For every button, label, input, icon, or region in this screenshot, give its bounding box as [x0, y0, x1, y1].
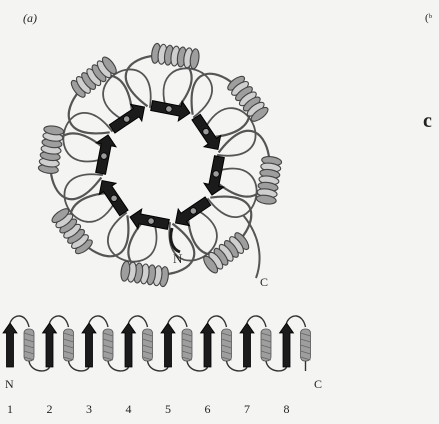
alpha-helix: [120, 261, 170, 287]
topology-unit: [43, 316, 90, 371]
beta-strand: [91, 133, 118, 175]
topology-strand: [82, 323, 96, 367]
n-terminus-label: N: [173, 251, 183, 266]
topology-loop: [10, 316, 29, 327]
topology-strand: [161, 323, 175, 367]
beta-strand: [150, 96, 192, 123]
topology-strand: [240, 323, 254, 367]
helices-layer: [38, 43, 282, 287]
topology-strand: [122, 323, 136, 367]
topology-unit: [161, 316, 208, 371]
topology-unit: [122, 316, 169, 371]
topology-unit-number: 5: [165, 402, 171, 416]
topology-unit-numbers: 1 2 3 4 5 6 7 8: [7, 402, 290, 416]
topology-loop: [287, 316, 306, 327]
topology-c-label: C: [314, 377, 322, 391]
topology-diagram: N C 1 2 3 4 5 6 7 8: [0, 315, 439, 424]
topology-unit-number: 3: [86, 402, 92, 416]
topology-unit-number: 8: [284, 402, 290, 416]
topology-loop: [208, 316, 227, 327]
topology-unit: [201, 316, 248, 371]
topology-unit-number: 7: [244, 402, 250, 416]
alpha-helix: [150, 43, 200, 69]
topology-loop: [50, 316, 69, 327]
topology-n-label: N: [5, 377, 14, 391]
topology-loop: [129, 316, 148, 327]
alpha-helix: [38, 125, 64, 175]
topology-strand: [201, 323, 215, 367]
topology-unit-number: 4: [126, 402, 132, 416]
topology-unit: [3, 316, 50, 371]
topology-loop: [89, 316, 108, 327]
topology-unit-number: 1: [7, 402, 13, 416]
topology-strand: [3, 323, 17, 367]
topology-loop: [247, 316, 266, 327]
alpha-helix: [256, 155, 282, 205]
topology-units: [3, 316, 311, 371]
topology-unit: [240, 316, 287, 371]
topology-unit-number: 6: [205, 402, 211, 416]
ribbon-structure-diagram: N C: [0, 0, 439, 315]
topology-unit: [82, 316, 129, 371]
c-terminus-label: C: [260, 275, 268, 289]
topology-unit: [280, 316, 311, 371]
topology-loop: [168, 316, 187, 327]
beta-strand: [128, 207, 170, 234]
topology-strand: [43, 323, 57, 367]
beta-strand: [202, 155, 229, 197]
topology-strand: [280, 323, 294, 367]
topology-unit-number: 2: [47, 402, 53, 416]
